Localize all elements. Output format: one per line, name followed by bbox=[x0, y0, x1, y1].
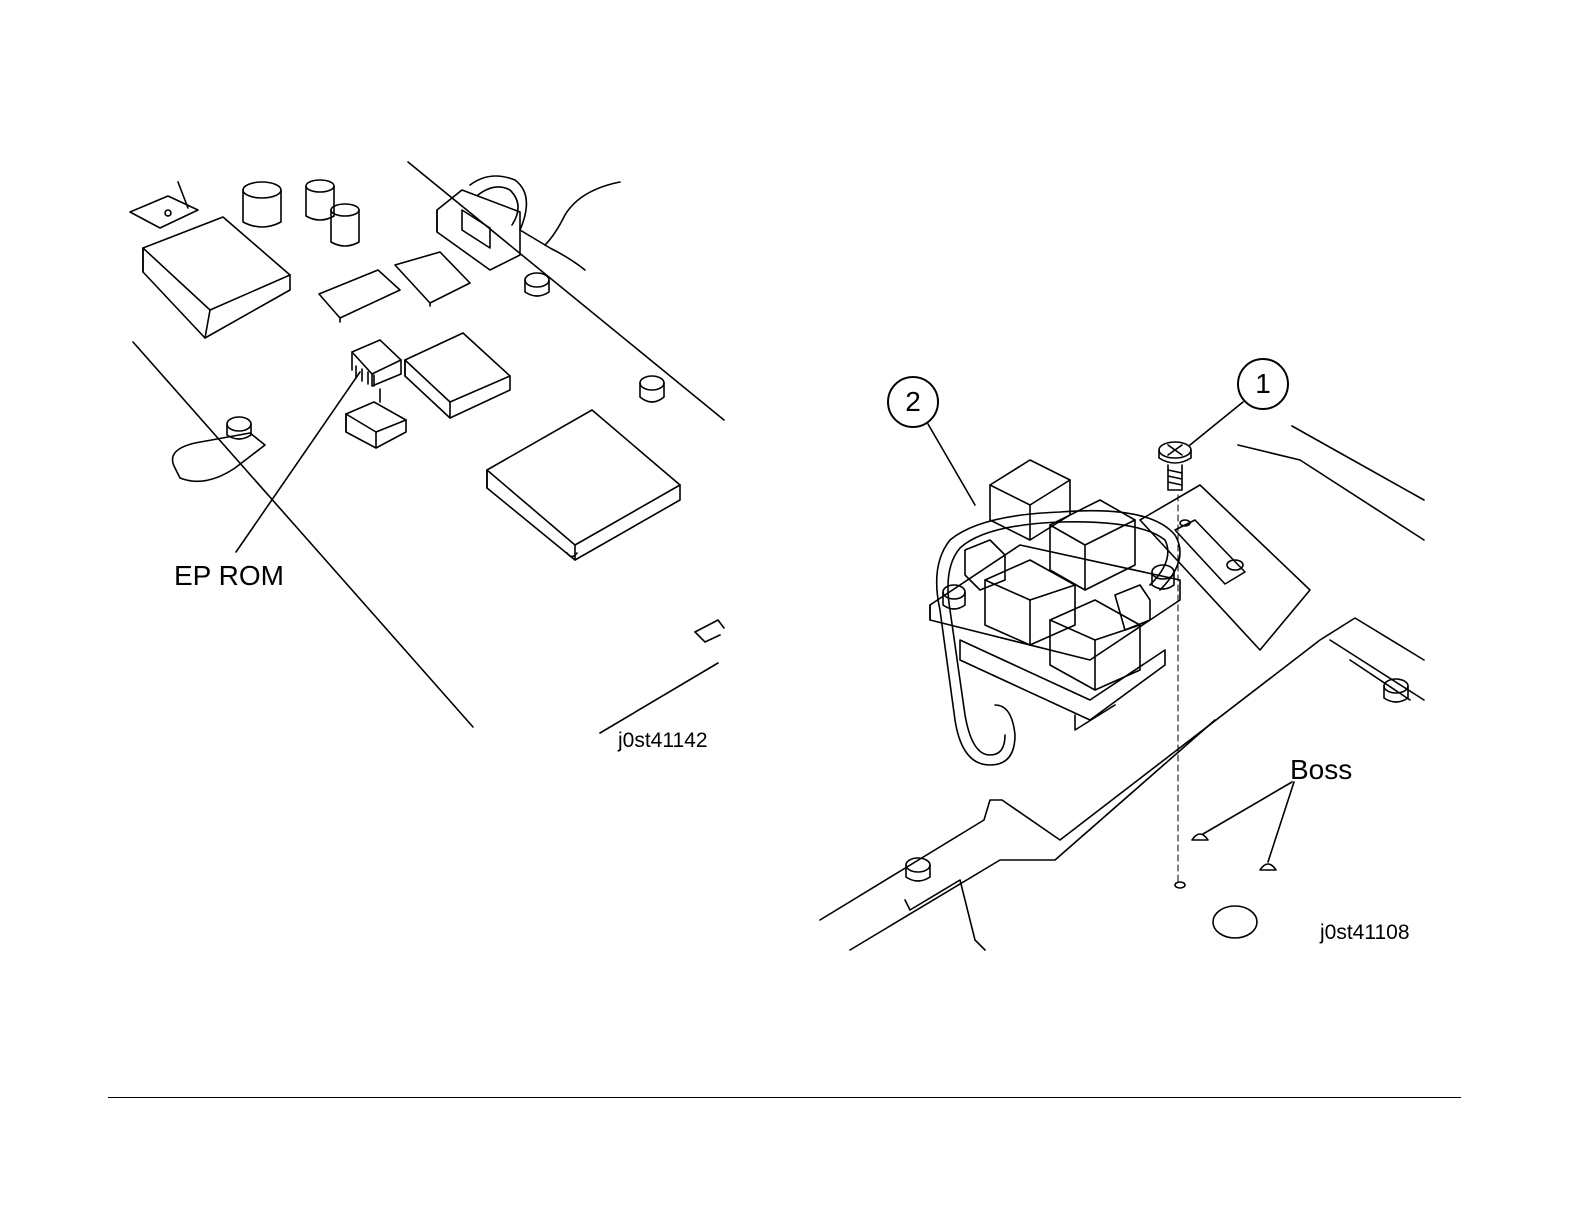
ep-rom-label: EP ROM bbox=[174, 562, 284, 590]
callout-2: 2 bbox=[887, 376, 939, 428]
figure-id-left: j0st41142 bbox=[618, 730, 708, 751]
figure-pwb-assembly bbox=[800, 340, 1460, 960]
boss-label: Boss bbox=[1290, 756, 1352, 784]
footer-rule bbox=[108, 1097, 1461, 1098]
figure-id-right: j0st41108 bbox=[1320, 922, 1410, 943]
figure-ep-rom-board bbox=[120, 150, 780, 790]
assembly-line-drawing bbox=[800, 340, 1460, 960]
board-line-drawing bbox=[120, 150, 780, 790]
callout-1: 1 bbox=[1237, 358, 1289, 410]
